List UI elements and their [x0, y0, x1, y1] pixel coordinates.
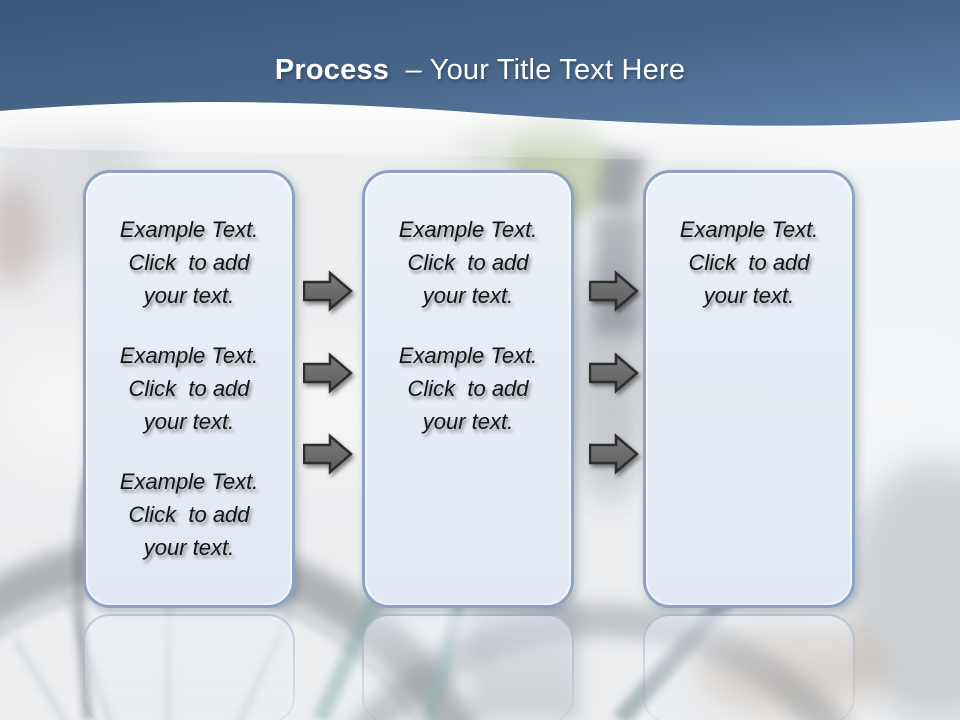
placeholder-text-line: your text.	[143, 535, 235, 560]
text-placeholder[interactable]: Example Text. Click to add your text.	[120, 213, 259, 312]
placeholder-text-line: your text.	[422, 409, 514, 434]
right-block-arrow-icon	[589, 352, 639, 394]
right-block-arrow-icon	[589, 270, 639, 312]
placeholder-text-line: Example Text.	[119, 469, 259, 494]
placeholder-text-line: Example Text.	[119, 343, 259, 368]
placeholder-text-line: your text.	[143, 409, 235, 434]
right-block-arrow-icon	[303, 270, 353, 312]
placeholder-text-line: Click to add	[128, 250, 250, 275]
placeholder-text-line: Click to add	[128, 502, 250, 527]
placeholder-text-line: your text.	[703, 283, 795, 308]
placeholder-text-line: Click to add	[128, 376, 250, 401]
placeholder-text-line: Example Text.	[679, 217, 819, 242]
process-box-step-3[interactable]: Example Text. Click to add your text.	[643, 170, 855, 608]
title-keyword: Process	[274, 54, 390, 86]
slide-title[interactable]: Process – Your Title Text Here	[0, 50, 960, 90]
placeholder-text-line: Click to add	[688, 250, 810, 275]
text-placeholder[interactable]: Example Text. Click to add your text.	[399, 339, 538, 438]
placeholder-text-line: your text.	[143, 283, 235, 308]
header-band	[0, 0, 960, 175]
process-box-step-2[interactable]: Example Text. Click to add your text. Ex…	[362, 170, 574, 608]
process-box-step-1[interactable]: Example Text. Click to add your text. Ex…	[83, 170, 295, 608]
placeholder-text-line: Click to add	[407, 250, 529, 275]
placeholder-text-line: Example Text.	[398, 343, 538, 368]
right-block-arrow-icon	[303, 433, 353, 475]
text-placeholder[interactable]: Example Text. Click to add your text.	[399, 213, 538, 312]
box-reflection	[362, 614, 574, 720]
right-block-arrow-icon	[303, 352, 353, 394]
text-placeholder[interactable]: Example Text. Click to add your text.	[120, 465, 259, 564]
placeholder-text-line: Click to add	[407, 376, 529, 401]
placeholder-text-line: Example Text.	[119, 217, 259, 242]
box-reflection	[643, 614, 855, 720]
box-reflection	[83, 614, 295, 720]
right-block-arrow-icon	[589, 433, 639, 475]
text-placeholder[interactable]: Example Text. Click to add your text.	[680, 213, 819, 312]
text-placeholder[interactable]: Example Text. Click to add your text.	[120, 339, 259, 438]
placeholder-text-line: Example Text.	[398, 217, 538, 242]
placeholder-text-line: your text.	[422, 283, 514, 308]
title-placeholder-text: – Your Title Text Here	[389, 54, 686, 86]
